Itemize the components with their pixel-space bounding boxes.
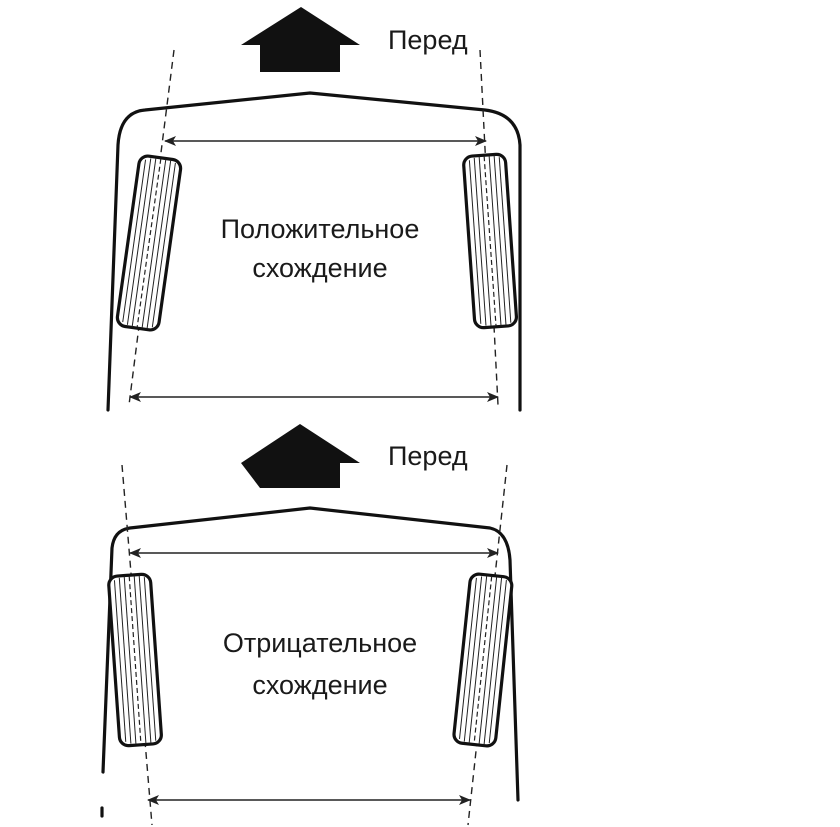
car-body-outline <box>106 91 522 412</box>
right-tire <box>462 152 519 330</box>
positive-toe-diagram: Перед <box>106 7 522 412</box>
diagram-title-line1: Отрицательное <box>223 628 417 658</box>
diagram-title-line2: схождение <box>252 670 387 700</box>
right-tire <box>452 572 514 748</box>
diagram-title-line2: схождение <box>252 253 387 283</box>
forward-arrow-icon <box>241 424 360 488</box>
front-label: Перед <box>388 25 468 55</box>
left-tire <box>107 572 163 748</box>
car-body-outline <box>101 506 520 802</box>
forward-arrow-icon <box>241 7 360 72</box>
left-tire <box>115 154 183 332</box>
front-label: Перед <box>388 441 468 471</box>
diagram-title-line1: Положительное <box>221 214 420 244</box>
negative-toe-diagram: Перед Отр <box>100 424 520 826</box>
